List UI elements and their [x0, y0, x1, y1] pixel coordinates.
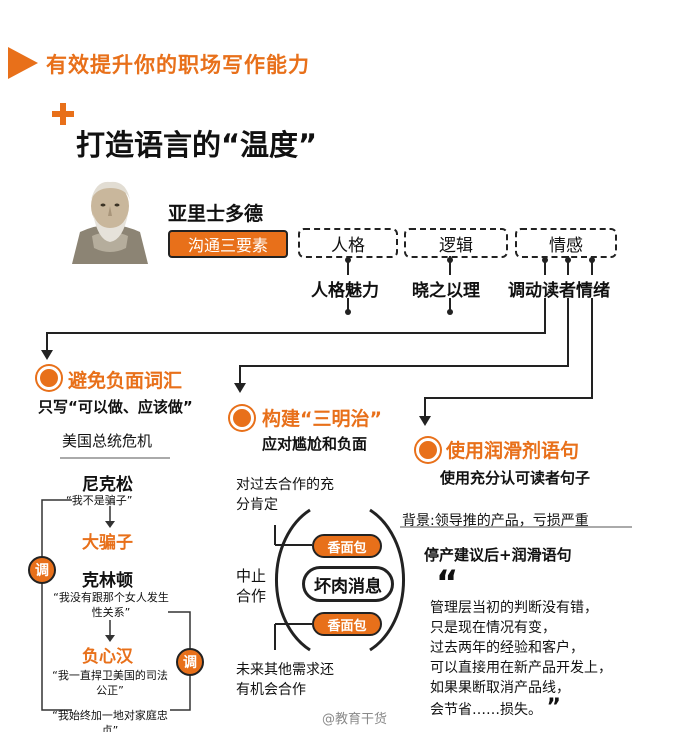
- bread-top-label: 香面包: [327, 540, 367, 556]
- watermark: @教育干货: [322, 712, 388, 727]
- adjust-label: 调: [183, 655, 197, 671]
- element-label: 人格: [331, 235, 365, 256]
- banner-title: 有效提升你的职场写作能力: [46, 53, 310, 77]
- element-box-emotion: 情感: [515, 228, 617, 258]
- quote-loyal: “我始终加一地对家庭忠贞”: [52, 709, 168, 732]
- element-label: 逻辑: [439, 235, 473, 256]
- filling-label: 坏肉消息: [314, 576, 382, 597]
- section1-bullet-icon: [37, 366, 61, 390]
- clinton-result: 负心汉: [82, 647, 133, 667]
- nixon-quote: “我不是骗子”: [66, 494, 133, 507]
- adjust-badge-left: 调: [28, 556, 56, 584]
- banner-arrow-icon: [8, 47, 38, 79]
- nixon-result: 大骗子: [82, 533, 133, 553]
- bread-bottom: 香面包: [312, 612, 382, 636]
- section1-subtitle: 只写“可以做、应该做”: [38, 398, 193, 416]
- three-elements-tag-label: 沟通三要素: [187, 236, 268, 255]
- three-elements-tag: 沟通三要素: [168, 230, 288, 258]
- description-emotion: 调动读者情绪: [508, 281, 610, 301]
- description-logic: 晓之以理: [412, 281, 480, 301]
- section2-bullet-icon: [230, 406, 254, 430]
- quote-line: 可以直接用在新产品开发上，: [430, 660, 612, 676]
- quote-line: 如果果断取消产品线，: [430, 680, 570, 696]
- aristotle-portrait: [68, 174, 152, 264]
- clinton-quote: “我没有跟那个女人发生性关系”: [53, 591, 169, 619]
- close-quote-icon: ”: [546, 695, 561, 720]
- bread-bottom-label: 香面包: [327, 618, 367, 634]
- element-box-logic: 逻辑: [404, 228, 508, 258]
- section3-background: 背景:领导推的产品，亏损严重: [402, 513, 589, 529]
- quote-line: 只是现在情况有变，: [430, 620, 556, 636]
- sandwich-top-note: 对过去合作的充分肯定: [236, 477, 334, 513]
- open-quote-icon: “: [436, 563, 459, 603]
- clinton-name: 克林顿: [82, 571, 133, 591]
- section1-case-title: 美国总统危机: [62, 432, 153, 450]
- element-label: 情感: [549, 235, 583, 256]
- section1-title: 避免负面词汇: [68, 370, 183, 392]
- section3-subtitle: 使用充分认可读者句子: [440, 469, 591, 487]
- section3-heading: 停产建议后+润滑语句: [424, 546, 572, 564]
- section3-bullet-icon: [416, 438, 440, 462]
- sandwich-left-note: 中止合作: [236, 567, 267, 605]
- section2-title: 构建“三明治”: [262, 408, 382, 430]
- aristotle-name: 亚里士多德: [168, 203, 264, 225]
- bread-top: 香面包: [312, 534, 382, 558]
- adjust-badge-right: 调: [176, 648, 204, 676]
- sandwich-bottom-note: 未来其他需求还有机会合作: [236, 662, 334, 698]
- main-title: 打造语言的“温度”: [76, 128, 318, 162]
- nixon-name: 尼克松: [82, 475, 133, 495]
- quote-line-last: 会节省……损失。 ”: [430, 695, 612, 720]
- filling-box: 坏肉消息: [302, 566, 394, 602]
- quote-justice: “我一直捍卫美国的司法公正”: [52, 669, 168, 697]
- adjust-label: 调: [35, 563, 49, 579]
- title-marker-bar: [52, 111, 74, 117]
- element-box-personality: 人格: [298, 228, 398, 258]
- section3-title: 使用润滑剂语句: [446, 440, 580, 462]
- quote-line: 会节省……损失。: [430, 702, 542, 718]
- quote-block: 管理层当初的判断没有错， 只是现在情况有变， 过去两年的经验和客户， 可以直接用…: [430, 598, 612, 720]
- section2-subtitle: 应对尴尬和负面: [262, 435, 368, 453]
- quote-line: 过去两年的经验和客户，: [430, 640, 584, 656]
- description-personality: 人格魅力: [311, 281, 379, 301]
- quote-line: 管理层当初的判断没有错，: [430, 600, 598, 616]
